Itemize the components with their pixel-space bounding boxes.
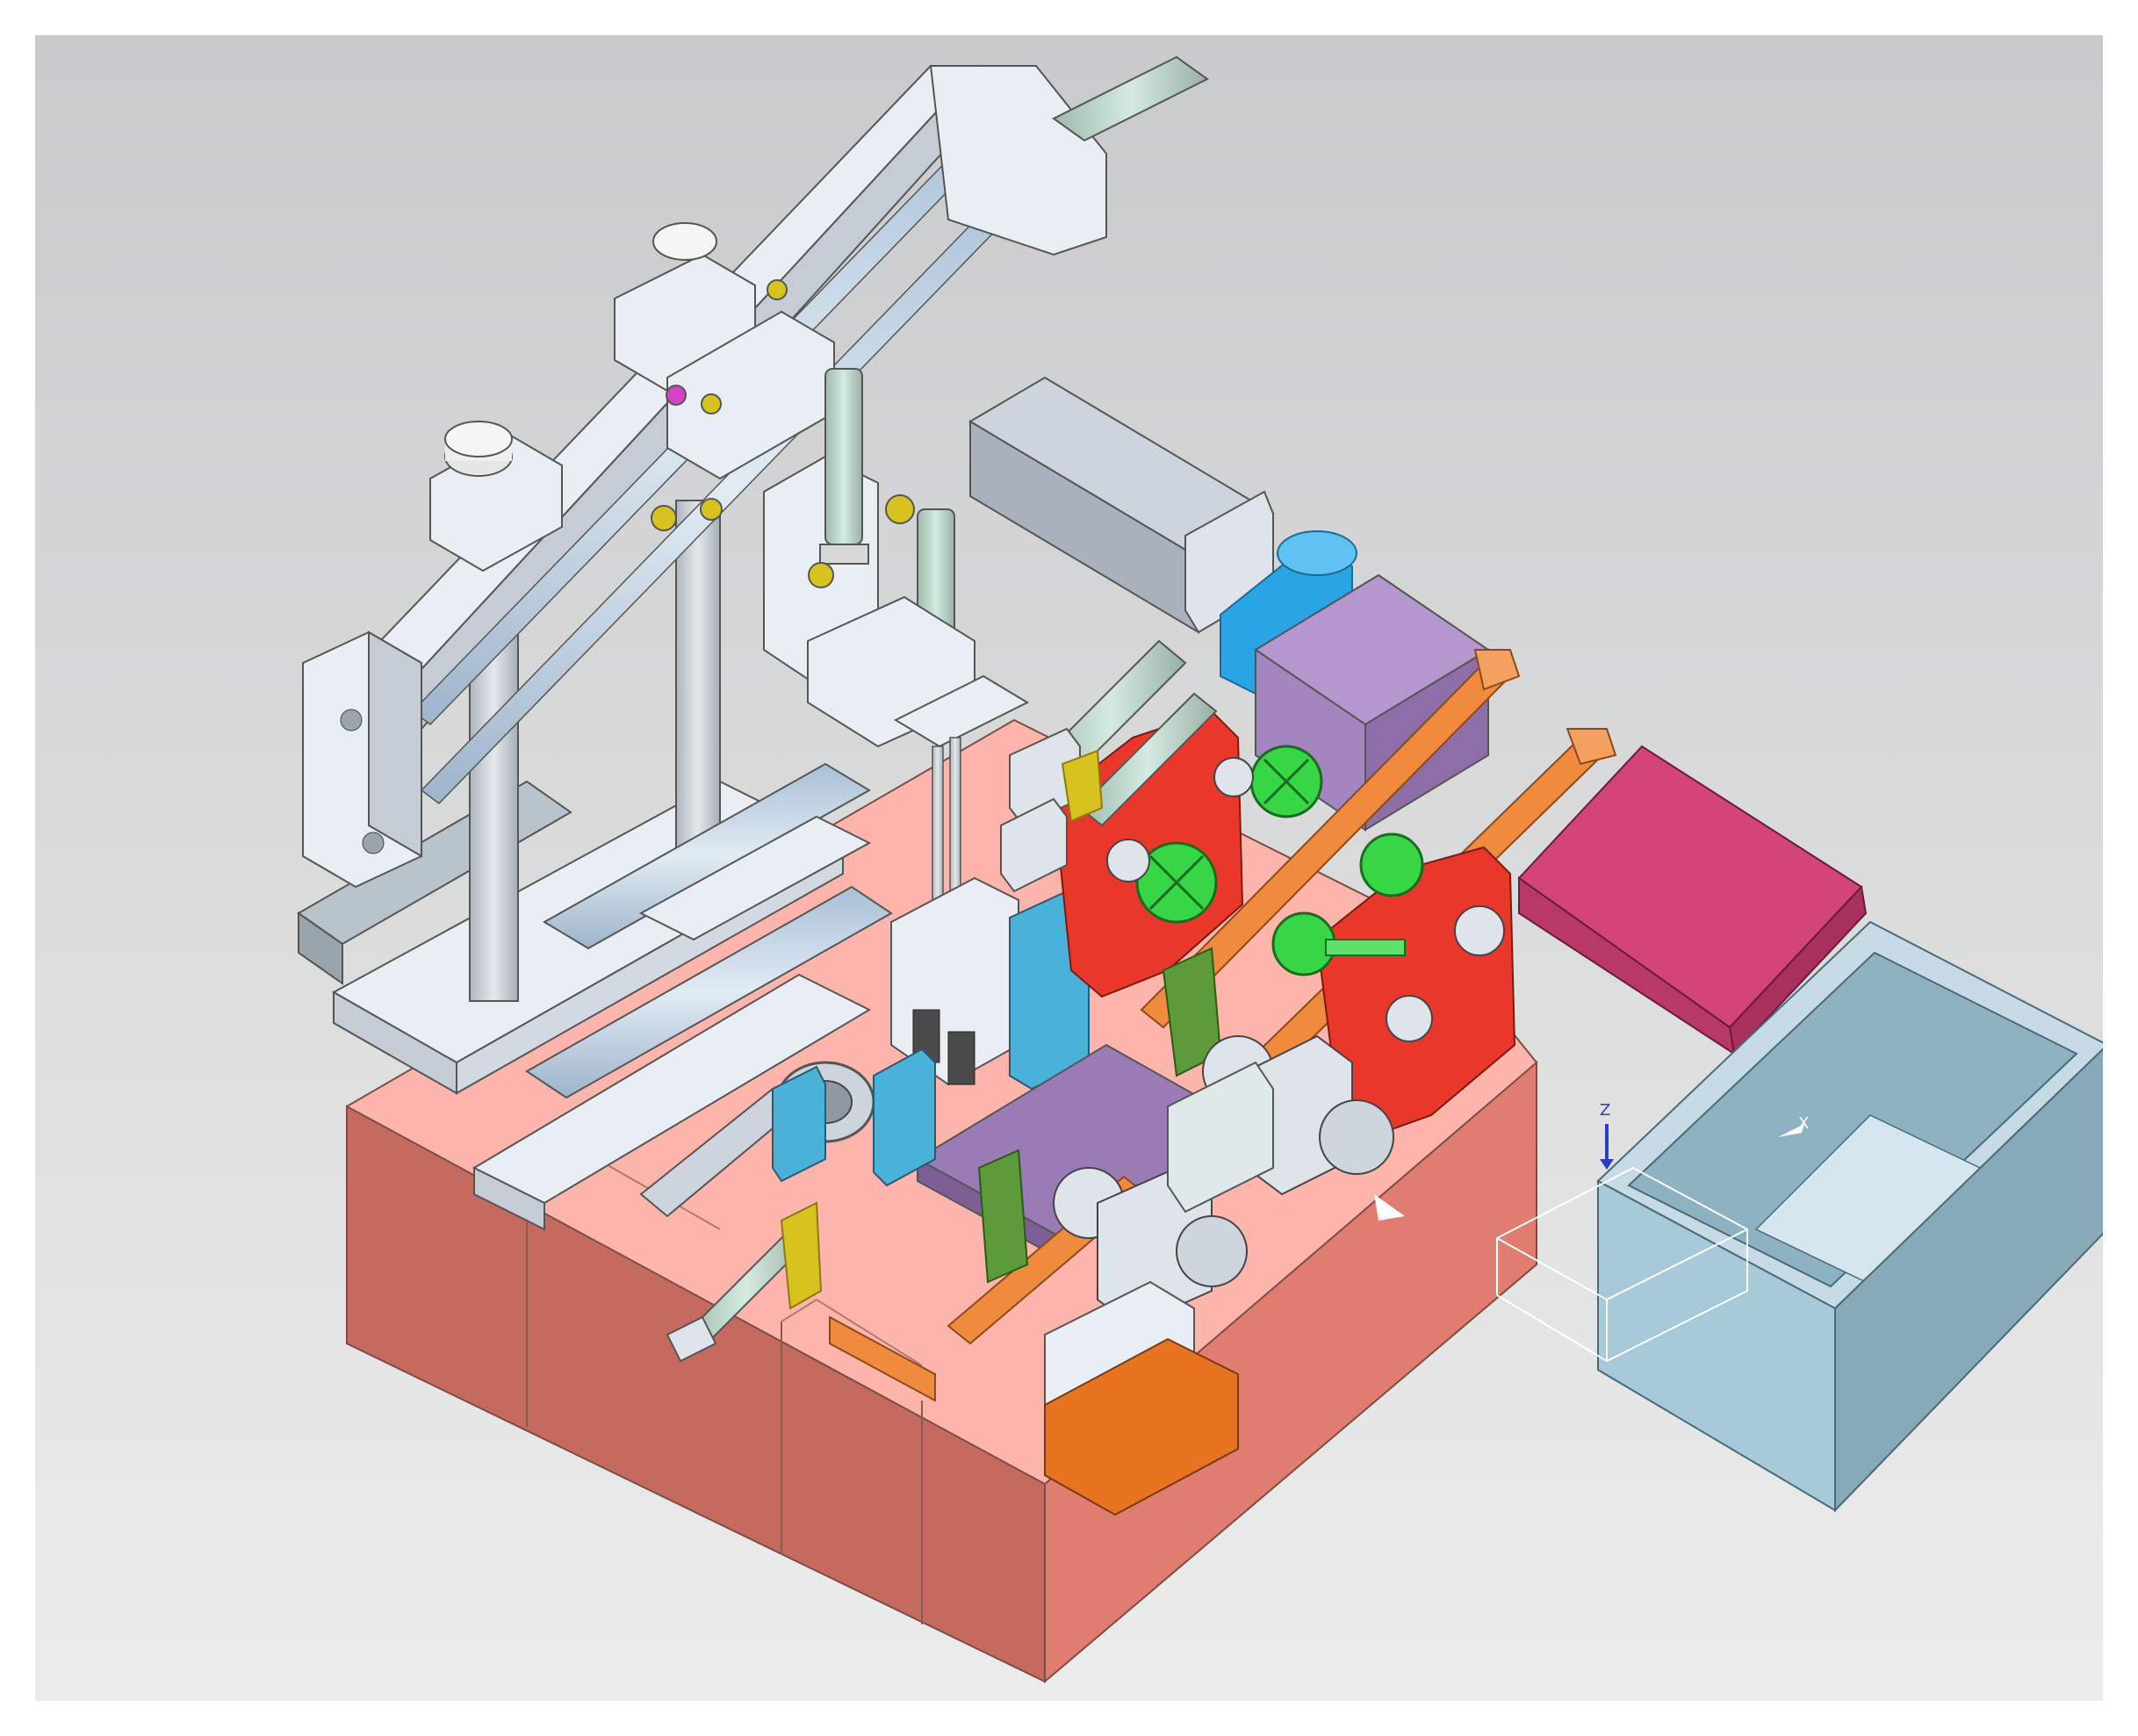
- carriage-cap-left: [444, 421, 513, 457]
- green-bracket: [977, 1149, 1029, 1284]
- bin-right-face: [1834, 1048, 2103, 1513]
- connecting-rod-part[interactable]: [639, 1048, 936, 1363]
- cad-model-view[interactable]: Z X: [35, 35, 2103, 1701]
- side-cylinder-2: [1078, 692, 1218, 827]
- base-right-face: [1044, 1060, 1537, 1684]
- top-pneumatic-cylinder: [1052, 55, 1209, 142]
- vertical-cylinder-1: [824, 368, 863, 545]
- collection-bin[interactable]: [1596, 920, 2103, 1513]
- cad-viewport[interactable]: Z X: [35, 35, 2103, 1701]
- overhead-gantry[interactable]: [302, 55, 1209, 889]
- carriage-cap-right: [652, 222, 717, 261]
- gantry-top-bracket: [929, 65, 1107, 256]
- pick-and-place-head[interactable]: [763, 368, 1090, 1091]
- orange-motor-base: [1044, 1337, 1239, 1516]
- z-axis-label: Z: [1600, 1101, 1610, 1120]
- coordinate-triad: Z X: [1374, 1101, 1809, 1363]
- lower-motor-assemblies[interactable]: [977, 947, 1394, 1516]
- green-wheel-3: [1359, 832, 1424, 897]
- side-cylinders[interactable]: [1000, 639, 1218, 893]
- vertical-post-right: [675, 500, 721, 853]
